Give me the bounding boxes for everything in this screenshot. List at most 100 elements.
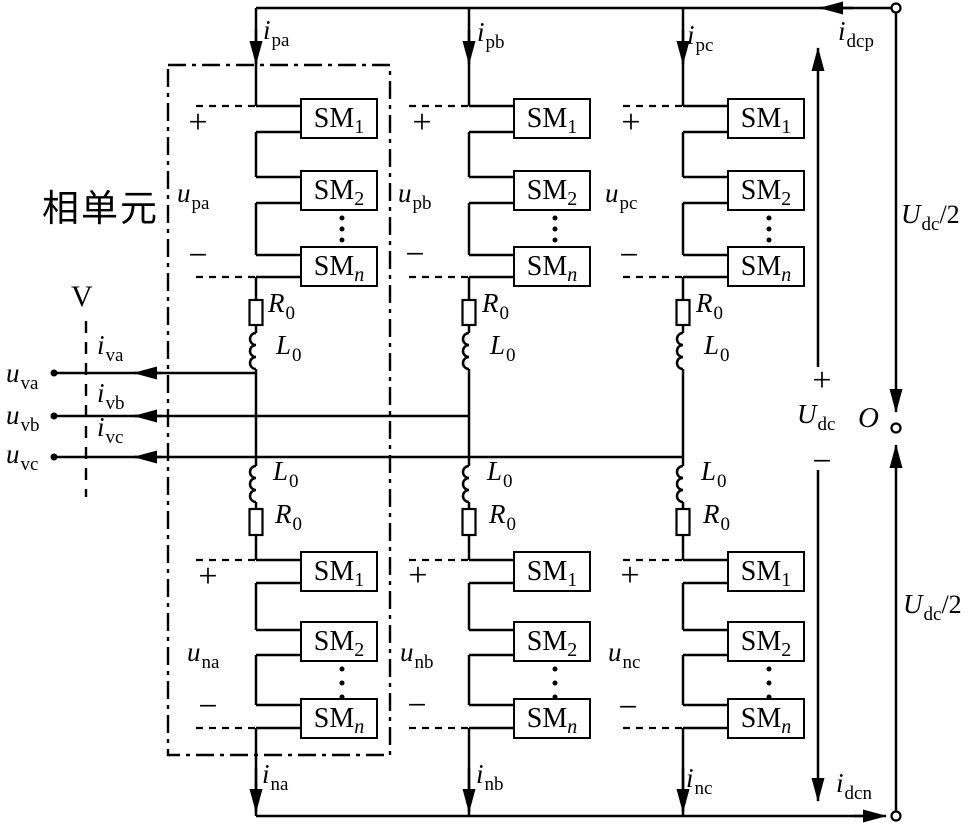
phase-unit-boundary-box [166,63,392,757]
ac-terminal-c [50,453,58,461]
minus-sign-a-lower: − [198,688,218,725]
sm-label: SM [313,102,355,134]
dc-half-voltage-rail [889,13,903,811]
sm-label: SM [740,174,782,206]
sm-label: SM [313,702,355,734]
dc-negative-bus [256,809,902,823]
label-neutral-point-o: O [858,402,879,434]
sm-label: SM [740,555,782,587]
label-i-dcp: idcp [838,16,874,52]
sm-label: SM [526,555,568,587]
label-r0-b-lower: R0 [489,499,516,535]
sm-label: SM [740,702,782,734]
sm-label: SM [313,625,355,657]
label-i-pa: ipa [263,15,290,51]
sm-sub: n [567,263,578,286]
ac-terminal-a [50,369,58,377]
plus-sign-a-lower: + [198,558,218,595]
label-r0-b-upper: R0 [482,288,509,324]
minus-sign-c-lower: − [618,689,638,726]
label-l0-b-lower: L0 [487,456,513,492]
label-r0-a-lower: R0 [275,499,302,535]
label-i-va: iva [97,330,124,366]
label-phase-unit: 相单元 [42,189,159,230]
dc-positive-bus [256,1,902,15]
label-i-vc: ivc [97,412,124,448]
sm-label: SM [526,102,568,134]
label-l0-a-upper: L0 [276,330,302,366]
label-i-dcn: idcn [836,768,872,804]
sm-label: SM [740,625,782,657]
minus-sign-a-upper: − [188,237,208,274]
sm-label: SM [526,702,568,734]
label-l0-c-lower: L0 [701,456,727,492]
label-i-nb: inb [476,759,504,795]
label-l0-c-upper: L0 [704,330,730,366]
label-r0-c-upper: R0 [696,288,723,324]
sm-sub: n [781,263,792,286]
plus-sign-dc: + [812,362,832,399]
label-u-pc: upc [605,178,638,214]
plus-sign-a-upper: + [188,104,208,141]
minus-sign-dc: − [812,443,832,480]
sm-sub: 2 [781,187,792,210]
label-r0-c-lower: R0 [703,499,730,535]
label-u-nc: unc [608,637,641,673]
label-u-vc: uvc [6,439,39,475]
sm-sub: 2 [354,187,365,210]
sm-label: SM [313,250,355,282]
sm-sub: n [567,715,578,738]
sm-label: SM [313,174,355,206]
sm-sub: 1 [781,115,792,138]
label-i-nc: inc [686,763,713,799]
label-u-pa: upa [177,178,210,214]
dc-negative-terminal [890,810,902,822]
label-u-dc-half-lower: Udc/2 [903,589,962,625]
label-i-vb: ivb [97,378,125,414]
ac-terminal-b [50,412,58,420]
sm-label: SM [313,555,355,587]
sm-sub: n [781,715,792,738]
label-i-na: ina [262,759,289,795]
label-l0-a-lower: L0 [273,456,299,492]
dc-positive-terminal [890,2,902,14]
label-u-nb: unb [400,637,434,673]
label-u-dc-half-upper: Udc/2 [901,199,960,235]
sm-sub: 2 [567,187,578,210]
sm-sub: 2 [781,638,792,661]
plus-sign-b-upper: + [412,104,432,141]
ac-output-lines [50,366,683,464]
plus-sign-b-lower: + [408,557,428,594]
sm-sub: n [354,715,365,738]
label-i-pb: ipb [477,17,505,53]
sm-sub: n [354,263,365,286]
label-u-dc: Udc [797,399,836,435]
sm-label: SM [526,174,568,206]
minus-sign-b-lower: − [407,687,427,724]
label-valve-side-v: V [71,280,93,313]
label-u-va: uva [6,358,39,394]
plus-sign-c-upper: + [621,104,641,141]
minus-sign-b-upper: − [405,236,425,273]
sm-label: SM [526,625,568,657]
sm-sub: 2 [354,638,365,661]
label-u-na: una [187,637,220,673]
sm-sub: 1 [354,568,365,591]
